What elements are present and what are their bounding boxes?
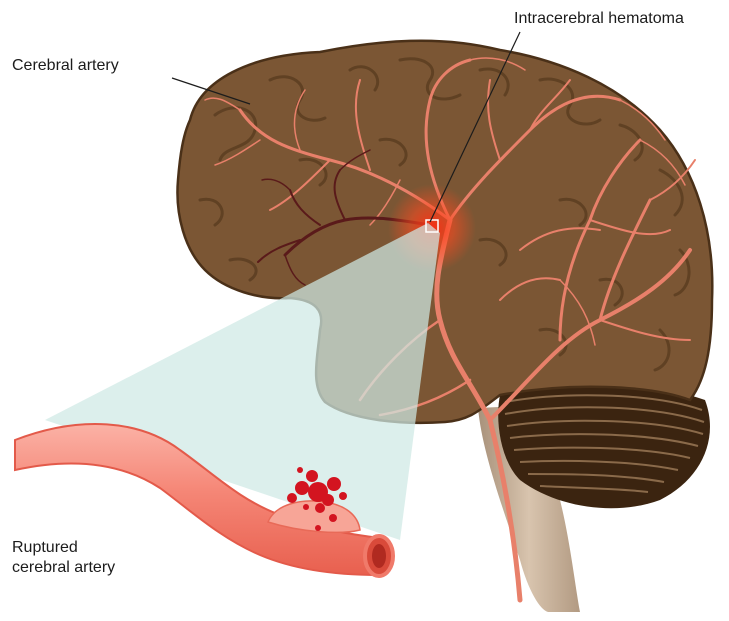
label-intracerebral-hematoma: Intracerebral hematoma — [514, 9, 684, 29]
label-ruptured-line2: cerebral artery — [12, 558, 115, 578]
label-cerebral-artery: Cerebral artery — [12, 56, 119, 76]
label-ruptured-cerebral-artery: Ruptured cerebral artery — [12, 538, 115, 578]
label-ruptured-line1: Ruptured — [12, 538, 115, 558]
